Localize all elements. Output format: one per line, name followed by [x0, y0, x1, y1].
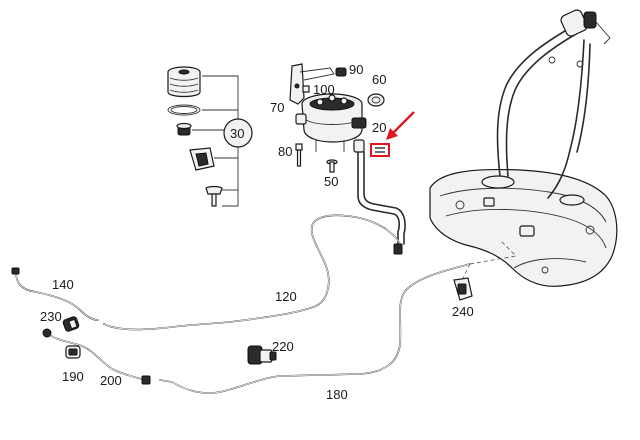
- callout-circle-30: [223, 118, 253, 148]
- label-120: 120: [275, 289, 297, 304]
- fuel-tank: [429, 168, 618, 287]
- label-230: 230: [40, 309, 62, 324]
- filler-neck: [496, 9, 611, 199]
- fuel-line-from-filter: [357, 151, 406, 245]
- label-80: 80: [278, 144, 292, 159]
- clip-240: [453, 277, 473, 301]
- label-200: 200: [100, 373, 122, 388]
- fuel-filter-housing: [289, 63, 385, 173]
- fuel-line-140: [11, 267, 99, 321]
- bracket-220: [247, 345, 277, 365]
- part-labels: 20 30 50 60 70 80 90 100 120 140 180 190…: [40, 62, 474, 402]
- guide-line-240: [461, 263, 471, 281]
- highlighted-part-marker: [370, 143, 390, 157]
- label-100: 100: [313, 82, 335, 97]
- connector-end: [393, 243, 403, 255]
- label-180: 180: [326, 387, 348, 402]
- label-20: 20: [372, 120, 386, 135]
- label-70: 70: [270, 100, 284, 115]
- fuel-line-200: [42, 328, 151, 385]
- guide-line-tank: [469, 239, 517, 265]
- label-190: 190: [62, 369, 84, 384]
- clip-230: [62, 316, 80, 332]
- label-30: 30: [230, 126, 244, 141]
- red-arrow-icon: [386, 111, 415, 140]
- label-90: 90: [349, 62, 363, 77]
- kit-30-components: [167, 66, 253, 207]
- fuel-line-180: [159, 263, 471, 394]
- label-240: 240: [452, 304, 474, 319]
- label-50: 50: [324, 174, 338, 189]
- label-140: 140: [52, 277, 74, 292]
- label-220: 220: [272, 339, 294, 354]
- label-60: 60: [372, 72, 386, 87]
- fuel-line-120: [103, 214, 401, 331]
- clip-190: [65, 345, 81, 359]
